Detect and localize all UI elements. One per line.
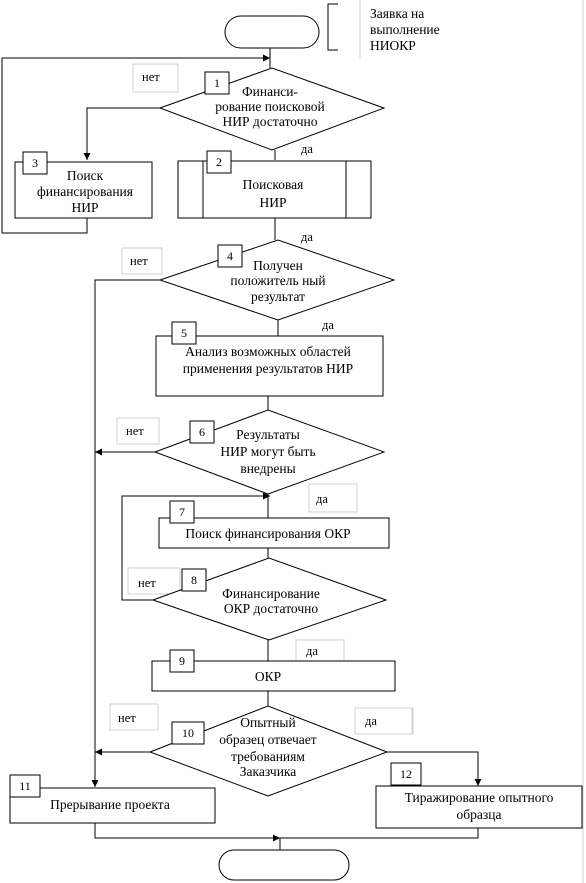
block-9-process: ОКР 9 [151, 649, 396, 692]
block-12-line-2: образца [457, 807, 502, 822]
block-6-line-3: внедрены [240, 461, 295, 476]
label-yes-1: да [301, 142, 313, 156]
block-8-line-1: Финансирование [222, 586, 320, 601]
block-3-line-3: НИР [71, 200, 98, 215]
label-yes-10: да [365, 714, 377, 728]
block-1-line-2: рование поисковой [215, 99, 325, 114]
note-line-3: НИОКР [370, 38, 416, 53]
block-4-number: 4 [227, 249, 233, 263]
label-no-4: нет [130, 254, 148, 268]
block-6-line-2: НИР могут быть [220, 444, 315, 459]
block-2-process: Поисковая НИР 2 [177, 150, 372, 219]
label-yes-4: да [322, 318, 334, 332]
block-4-line-2: положитель ный [230, 273, 325, 288]
block-8-decision: Финансирование ОКР достаточно 8 [151, 557, 388, 641]
block-12-process: Тиражирование опытного образца 12 [375, 762, 583, 829]
block-9-number: 9 [179, 654, 185, 668]
note-line-1: Заявка на [370, 6, 424, 21]
block-3-line-2: финансирования [37, 184, 133, 199]
branch-labels: нет да да нет да нет да нет да нет да [118, 70, 377, 728]
label-frames [109, 0, 584, 883]
block-11-process: Прерывание проекта 11 [9, 774, 216, 824]
label-yes-6: да [316, 492, 328, 506]
block-10-line-4: Заказчика [240, 764, 297, 779]
label-no-6: нет [126, 424, 144, 438]
end-terminal [218, 849, 350, 881]
block-1-decision: Финанси- рование поисковой НИР достаточн… [158, 67, 386, 151]
block-1-number: 1 [214, 76, 220, 90]
block-10-number: 10 [182, 726, 194, 740]
block-5-line-1: Анализ возможных областей [185, 344, 351, 359]
block-5-line-2: применения результатов НИР [183, 361, 353, 376]
block-1-line-3: НИР достаточно [223, 114, 318, 129]
block-8-number: 8 [191, 573, 197, 587]
block-12-line-1: Тиражирование опытного [405, 790, 554, 805]
block-2-line-2: НИР [259, 195, 286, 210]
block-6-number: 6 [199, 425, 205, 439]
label-yes-2: да [301, 230, 313, 244]
block-1-line-1: Финанси- [242, 84, 299, 99]
block-3-line-1: Поиск [67, 168, 104, 183]
block-2-line-1: Поисковая [243, 177, 304, 192]
block-10-decision: Опытный образец отвечает требованиям Зак… [148, 705, 389, 797]
block-11-number: 11 [19, 779, 31, 793]
block-11-line-1: Прерывание проекта [50, 797, 170, 812]
start-terminal [224, 15, 320, 49]
block-7-number: 7 [179, 505, 185, 519]
block-10-line-2: образец отвечает [219, 732, 316, 747]
block-6-decision: Результаты НИР могут быть внедрены 6 [153, 409, 386, 495]
block-4-line-3: результат [251, 289, 305, 304]
block-4-line-1: Получен [253, 258, 303, 273]
note-line-2: выполнение [370, 22, 440, 37]
label-no-1: нет [142, 70, 160, 84]
block-6-line-1: Результаты [236, 427, 300, 442]
label-no-10: нет [118, 711, 136, 725]
connectors [1, 48, 482, 850]
block-10-line-3: требованиям [231, 749, 305, 764]
block-2-number: 2 [216, 155, 222, 169]
block-5-number: 5 [181, 326, 187, 340]
block-8-line-2: ОКР достаточно [224, 601, 318, 616]
block-4-decision: Получен положитель ный результат 4 [158, 239, 396, 321]
block-12-number: 12 [400, 767, 412, 781]
block-7-process: Поиск финансирования ОКР 7 [158, 500, 390, 549]
block-9-line-1: ОКР [255, 669, 281, 684]
label-yes-8: да [306, 644, 318, 658]
label-no-8: нет [138, 576, 156, 590]
block-10-line-1: Опытный [240, 715, 295, 730]
block-5-process: Анализ возможных областей применения рез… [155, 321, 384, 397]
block-3-process: Поиск финансирования НИР 3 [14, 151, 153, 219]
block-3-number: 3 [32, 156, 38, 170]
start-note: Заявка на выполнение НИОКР [327, 0, 440, 58]
block-7-line-1: Поиск финансирования ОКР [185, 526, 350, 541]
